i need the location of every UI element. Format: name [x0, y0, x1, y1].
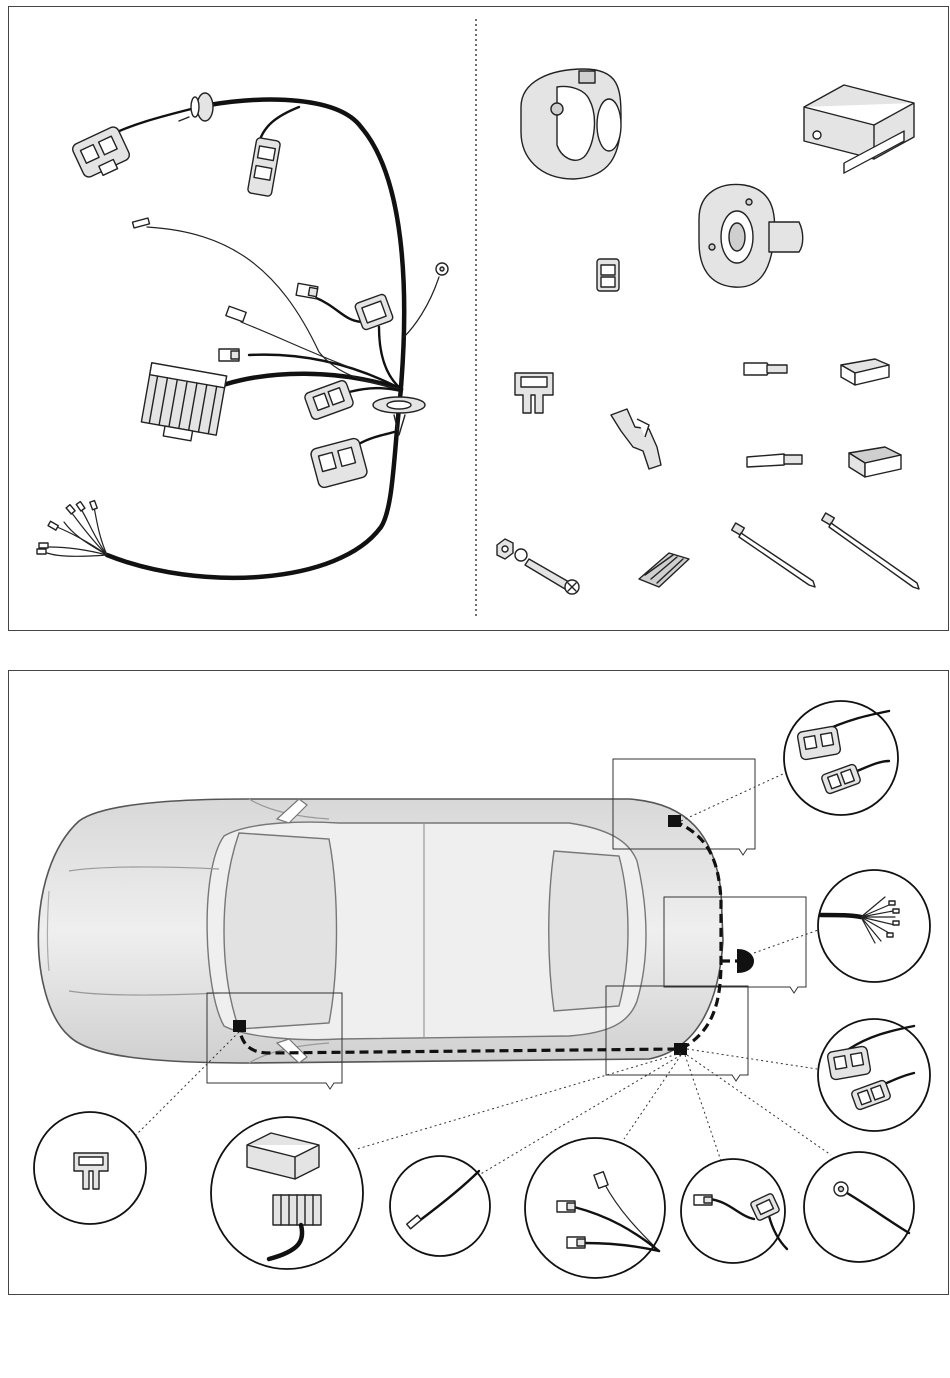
multi-pin-connector-icon: [140, 363, 227, 445]
rear-light-connectors-icon: [784, 701, 898, 815]
control-module-icon: [804, 85, 914, 173]
harness-branch: [349, 388, 401, 392]
flat-connector-icon: [226, 306, 246, 322]
loose-wire: [81, 509, 107, 555]
bracket-icon: [611, 409, 661, 469]
leader-line: [687, 1049, 817, 1069]
light-connector-icon: [247, 137, 280, 196]
socket-mounting-plate-icon: [699, 184, 803, 287]
cable-tie-icon: [822, 513, 919, 589]
control-module-icon: [211, 1117, 363, 1269]
tow-socket-icon: [737, 949, 754, 973]
socket-wire-bundle-icon: [818, 870, 930, 982]
harness-trunk-top: [209, 100, 404, 387]
wire-end-icon: [76, 502, 85, 511]
flat-connector-icon: [296, 283, 318, 298]
adhesive-pad-icon: [639, 553, 689, 587]
screw-nut-washer-icon: [497, 539, 579, 594]
wire-end-icon: [66, 505, 75, 514]
loose-wire: [49, 547, 107, 555]
blade-fuse-icon: [515, 373, 553, 413]
wiring-harness: [37, 93, 448, 578]
relay-connector-icon: [354, 293, 394, 330]
kit-contents-drawing: [9, 7, 948, 630]
kit-components: [497, 69, 919, 594]
light-connector-icon: [71, 125, 133, 182]
harness-branch: [107, 107, 199, 137]
single-wire-icon: [390, 1156, 490, 1256]
flat-connector-icon: [744, 363, 787, 375]
installation-panel: [8, 670, 949, 1295]
loose-wire: [47, 553, 107, 556]
relay-connector-icon: [597, 259, 619, 291]
ring-terminal-icon: [436, 263, 448, 275]
wire-end-icon: [90, 501, 97, 510]
connection-point-icon: [668, 815, 681, 827]
cap-connector-icon: [841, 359, 889, 385]
crimp-terminal-icon: [747, 454, 802, 467]
connector-pair-icon: [681, 1159, 787, 1263]
fuse-icon: [34, 1112, 146, 1224]
grommet-icon: [179, 93, 213, 121]
socket-housing-icon: [521, 69, 621, 179]
wire-end-icon: [37, 549, 46, 554]
leader-line: [681, 773, 785, 821]
car-top-view-icon: [38, 799, 754, 1063]
insulating-sleeve-icon: [849, 447, 901, 477]
flat-connector-icon: [219, 349, 239, 361]
installation-drawing: [9, 671, 948, 1294]
harness-branch: [404, 277, 439, 337]
harness-branch: [241, 322, 349, 367]
light-connector-icon: [304, 379, 355, 420]
leader-line: [754, 929, 821, 953]
cable-tie-icon: [732, 523, 815, 587]
harness-branch: [259, 107, 299, 142]
flat-terminals-icon: [525, 1138, 665, 1278]
rear-light-connectors-icon: [818, 1019, 930, 1131]
leader-line: [687, 1055, 831, 1155]
connection-point-icon: [233, 1020, 246, 1032]
ring-terminal-icon: [804, 1152, 914, 1262]
light-connector-icon: [310, 437, 369, 489]
wire-end-icon: [48, 521, 58, 530]
wire-end-icon: [39, 543, 48, 548]
leader-line: [685, 1055, 721, 1161]
leader-line: [357, 1053, 681, 1149]
kit-contents-panel: [8, 6, 949, 631]
